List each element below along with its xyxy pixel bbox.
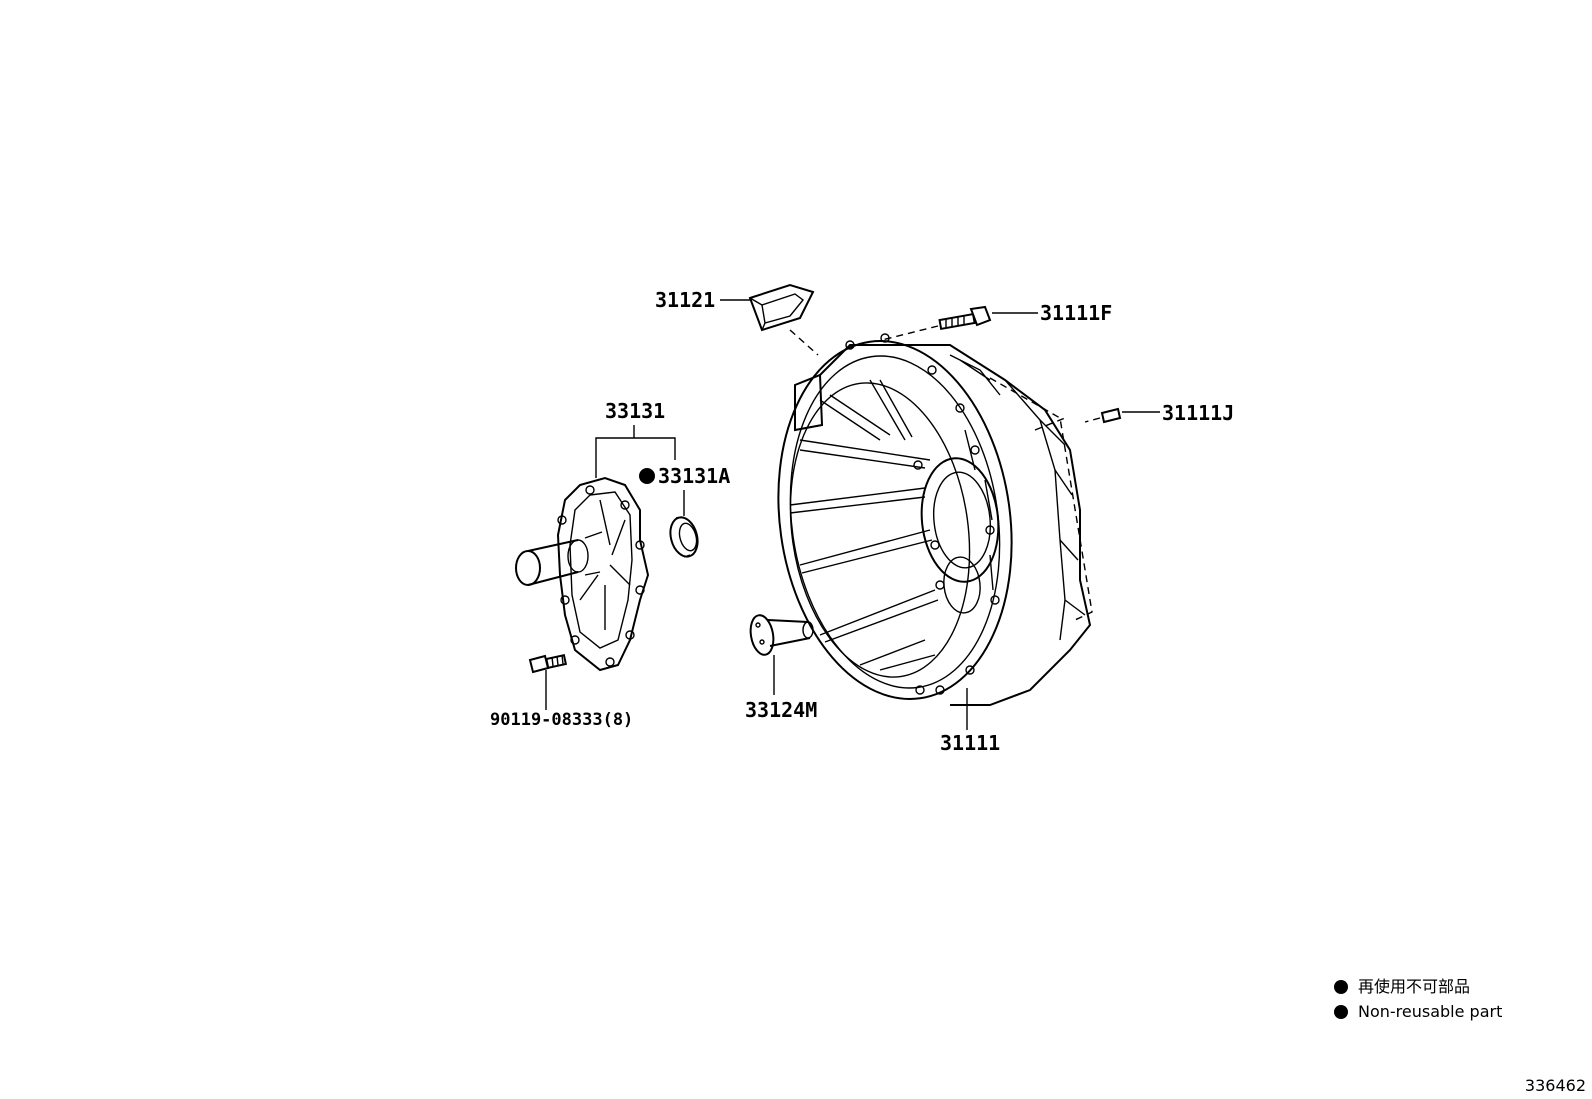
legend-row-jp: 再使用不可部品 — [1334, 974, 1502, 999]
label-90119: 90119-08333(8) — [490, 710, 633, 730]
dash-31121 — [789, 329, 819, 356]
bullet-icon — [1334, 979, 1348, 994]
bracket-33131 — [595, 437, 676, 478]
nonreusable-marker-33131A — [639, 468, 655, 484]
legend-row-en: Non-reusable part — [1334, 999, 1502, 1024]
dash-box-31111 — [989, 377, 1093, 621]
label-31111J: 31111J — [1162, 401, 1234, 425]
legend-non-reusable-jp: 再使用不可部品 — [1358, 977, 1471, 996]
part-33124M-drawing — [749, 614, 814, 656]
part-31121-drawing — [748, 283, 815, 332]
dash-31111F — [881, 325, 939, 341]
bullet-icon — [1334, 1004, 1348, 1019]
label-33131A: 33131A — [658, 464, 730, 488]
dash-31111J — [1084, 417, 1101, 423]
label-33131: 33131 — [605, 399, 665, 423]
label-31111: 31111 — [940, 731, 1000, 755]
label-31111F: 31111F — [1040, 301, 1112, 325]
part-90119-drawing — [528, 654, 568, 674]
label-33124M: 33124M — [745, 698, 817, 722]
part-31111F-drawing — [938, 305, 992, 331]
illustration-number: 336462 — [1524, 1076, 1586, 1095]
legend: 再使用不可部品 Non-reusable part — [1334, 974, 1502, 1024]
label-31121: 31121 — [655, 288, 715, 312]
legend-non-reusable-en: Non-reusable part — [1358, 1002, 1503, 1021]
part-33131A-drawing — [669, 516, 699, 558]
dash-box-31111-b — [1034, 417, 1066, 431]
part-33131-drawing — [515, 476, 650, 672]
part-31111-drawing — [777, 333, 1092, 706]
part-31111J-drawing — [1100, 407, 1122, 424]
